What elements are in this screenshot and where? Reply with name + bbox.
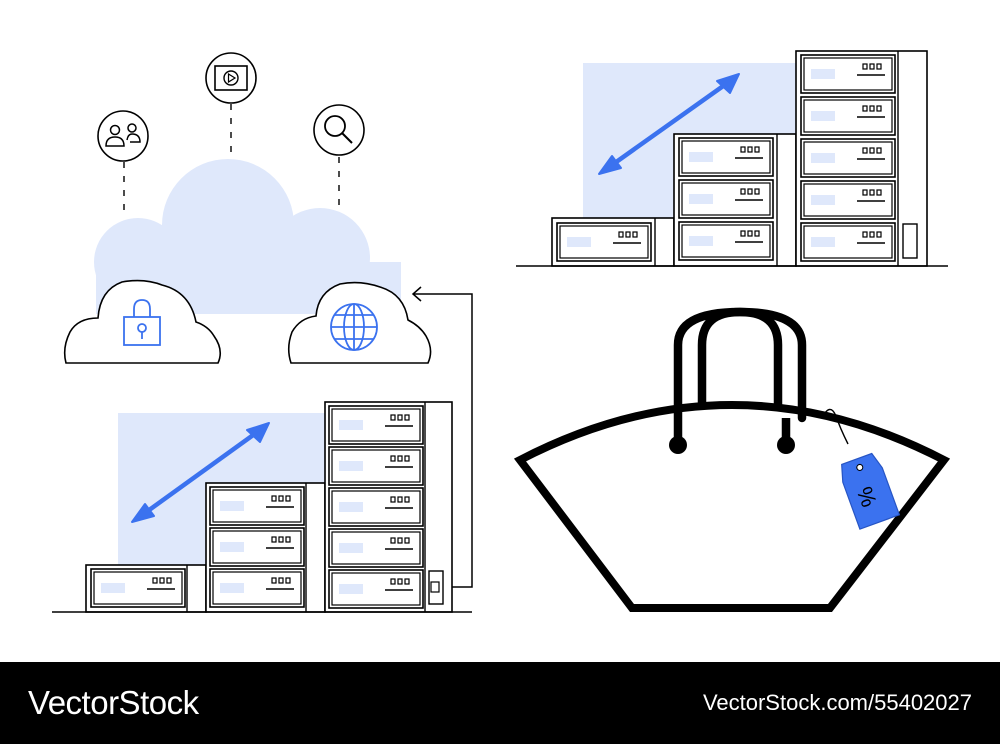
server-medium	[205, 482, 326, 613]
play-video-icon	[205, 52, 257, 104]
server-rack-scene-top	[516, 50, 948, 267]
watermark-bar: VectorStock VectorStock.com/55402027	[0, 662, 1000, 744]
discount-tag-icon: %	[821, 408, 901, 530]
vectorstock-logo: VectorStock	[28, 684, 199, 721]
resize-arrow-icon	[598, 73, 740, 175]
illustration: %	[52, 50, 951, 613]
server-small	[551, 217, 675, 267]
search-icon	[313, 104, 365, 156]
server-small	[85, 564, 207, 613]
image-url-text: VectorStock.com/55402027	[702, 690, 972, 715]
server-medium	[673, 133, 797, 267]
dashed-connectors	[123, 104, 340, 214]
globe-cloud	[287, 281, 432, 364]
globe-icon	[330, 303, 378, 351]
lock-cloud	[63, 279, 222, 364]
resize-arrow-icon	[131, 422, 270, 523]
server-rack-scene-bottom	[52, 401, 472, 613]
server-tall	[324, 401, 453, 613]
server-tall	[795, 50, 928, 267]
lock-icon	[123, 299, 161, 346]
users-icon	[97, 110, 149, 162]
cloud-network-scene	[63, 52, 473, 588]
shopping-bag-icon	[513, 307, 951, 612]
